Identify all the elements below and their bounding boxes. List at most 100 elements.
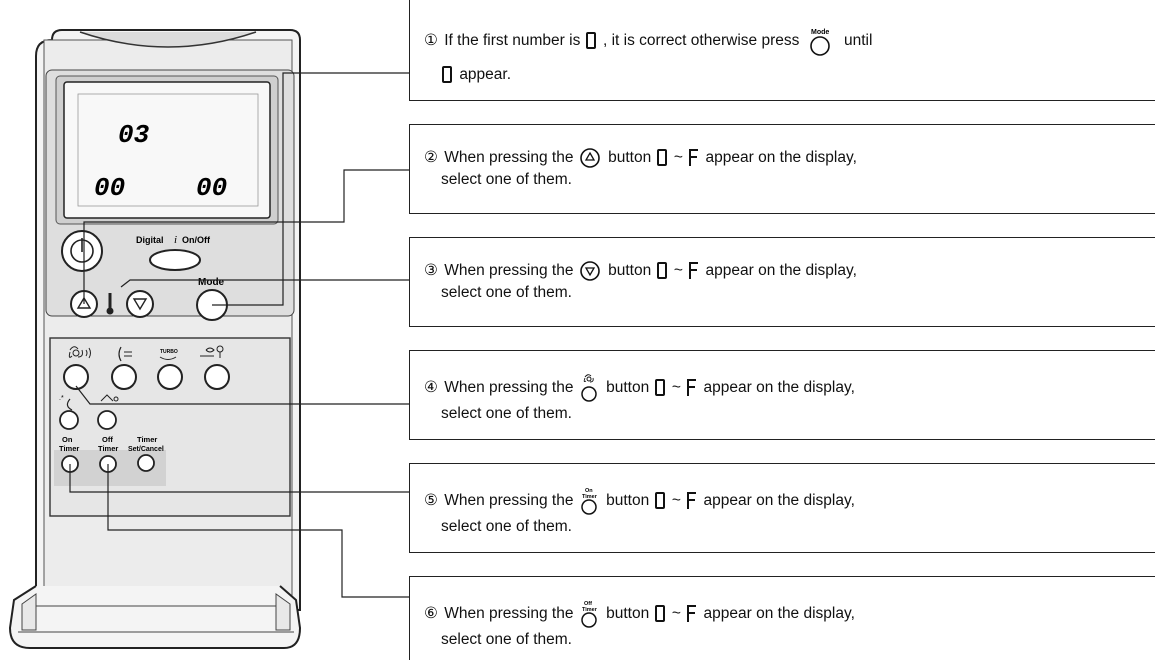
lcd-top-value: 03 xyxy=(118,120,150,150)
step-5-pre: When pressing the xyxy=(444,492,574,510)
step-5-box: ⑤ When pressing the On Timer button ~ ap… xyxy=(409,463,1155,553)
leader-lines xyxy=(69,72,409,598)
svg-text:Timer: Timer xyxy=(582,607,598,613)
digit-zero-icon xyxy=(585,32,596,49)
step-5-mid: button xyxy=(606,492,650,510)
step-4-pre: When pressing the xyxy=(444,379,574,397)
step-3-text: ③ When pressing the button ~ appear on t… xyxy=(424,260,857,303)
down-button-icon xyxy=(579,261,600,281)
thermometer-icon xyxy=(106,307,114,315)
on-label-1: On xyxy=(62,435,73,444)
digit-zero-icon xyxy=(442,65,452,83)
step-2-line2: select one of them. xyxy=(441,171,572,188)
step-1-line2: appear. xyxy=(459,66,512,83)
digital-i-label: i xyxy=(174,234,177,246)
step-6-pre: When pressing the xyxy=(444,605,574,623)
step-1-text: ① If the first number is , it is correct… xyxy=(424,26,872,85)
step-2-text: ② When pressing the button ~ appear on t… xyxy=(424,147,857,190)
step-4-line2: select one of them. xyxy=(441,405,572,422)
digital-label: Digital xyxy=(136,235,164,245)
step-6-text: ⑥ When pressing the Off Timer button ~ a… xyxy=(424,601,855,648)
digit-zero-icon xyxy=(654,492,665,509)
digit-f-icon xyxy=(687,605,697,622)
step-2-post: appear on the display, xyxy=(705,149,857,167)
one-person-button[interactable] xyxy=(97,410,117,430)
step-3-box: ③ When pressing the button ~ appear on t… xyxy=(409,237,1155,327)
on-timer-button-icon: On Timer xyxy=(581,488,598,515)
fan-speed-button[interactable] xyxy=(63,364,89,390)
step-4-post: appear on the display, xyxy=(703,379,855,397)
step-4-box: ④ When pressing the button ~ appear on t… xyxy=(409,350,1155,440)
step-4-mid: button xyxy=(606,379,650,397)
svg-text:.*: .* xyxy=(59,395,64,402)
mode-label: Mode xyxy=(198,277,225,288)
step-2-number: ② xyxy=(424,149,438,167)
on-label-2: Timer xyxy=(59,444,79,453)
step-5-text: ⑤ When pressing the On Timer button ~ ap… xyxy=(424,488,855,535)
air-swing-button[interactable] xyxy=(111,364,137,390)
step-1-mid: , it is correct otherwise press xyxy=(602,32,800,50)
step-3-mid: button xyxy=(608,262,652,280)
digit-zero-icon xyxy=(654,605,665,622)
step-2-pre: When pressing the xyxy=(444,149,574,167)
remote-control-illustration: 03 00 00 Digital i On/Off Mode xyxy=(8,29,409,649)
svg-text:Timer: Timer xyxy=(582,494,598,500)
step-6-mid: button xyxy=(606,605,650,623)
step-3-pre: When pressing the xyxy=(444,262,574,280)
sleep-button[interactable] xyxy=(59,410,79,430)
air-swing-icon xyxy=(118,346,132,362)
step-1-number: ① xyxy=(424,32,438,50)
svg-text:Mode: Mode xyxy=(811,29,829,36)
digit-f-icon xyxy=(687,492,697,509)
step-6-post: appear on the display, xyxy=(703,605,855,623)
off-timer-button-icon: Off Timer xyxy=(581,601,598,628)
digit-f-icon xyxy=(689,149,699,166)
fan-speed-icon xyxy=(68,346,91,359)
step-3-number: ③ xyxy=(424,262,438,280)
timer-label-2: Set/Cancel xyxy=(128,446,164,453)
step-2-mid: button xyxy=(608,149,652,167)
step-2-box: ② When pressing the button ~ appear on t… xyxy=(409,124,1155,214)
lcd-display xyxy=(63,81,271,219)
triangle-up-icon xyxy=(76,296,92,309)
step-6-number: ⑥ xyxy=(424,605,438,623)
step-4-number: ④ xyxy=(424,379,438,397)
turbo-label: TURBO xyxy=(160,349,178,355)
off-label-1: Off xyxy=(102,435,113,444)
lcd-bottom-right-value: 00 xyxy=(196,173,227,203)
off-label-2: Timer xyxy=(98,444,118,453)
step-6-box: ⑥ When pressing the Off Timer button ~ a… xyxy=(409,576,1155,660)
timer-set-cancel-button[interactable] xyxy=(137,454,155,472)
step-5-post: appear on the display, xyxy=(703,492,855,510)
lcd-bottom-left-value: 00 xyxy=(94,173,125,203)
digital-onoff-label: On/Off xyxy=(182,235,211,245)
step-5-line2: select one of them. xyxy=(441,518,572,535)
step-3-line2: select one of them. xyxy=(441,284,572,301)
timer-label-1: Timer xyxy=(137,435,157,444)
temp-down-button[interactable] xyxy=(126,290,154,318)
digital-onoff-button[interactable] xyxy=(149,249,201,271)
step-4-text: ④ When pressing the button ~ appear on t… xyxy=(424,373,855,424)
svg-text:Off: Off xyxy=(584,601,592,607)
digit-zero-icon xyxy=(656,262,667,279)
digit-zero-icon xyxy=(654,379,665,396)
step-1-box: ① If the first number is , it is correct… xyxy=(409,0,1155,101)
up-button-icon xyxy=(579,148,600,168)
remote-stand xyxy=(8,585,302,649)
step-6-line2: select one of them. xyxy=(441,631,572,648)
digit-f-icon xyxy=(687,379,697,396)
clean-button[interactable] xyxy=(204,364,230,390)
step-1-post: until xyxy=(843,32,873,50)
fan-speed-button-icon xyxy=(581,374,597,402)
triangle-down-icon xyxy=(132,298,148,311)
digit-f-icon xyxy=(689,262,699,279)
clean-icon xyxy=(200,345,224,358)
step-3-post: appear on the display, xyxy=(705,262,857,280)
turbo-button[interactable] xyxy=(157,364,183,390)
sleep-icon: .* xyxy=(59,395,73,411)
mode-button-icon: Mode xyxy=(809,29,830,56)
svg-text:On: On xyxy=(585,488,593,494)
turbo-icon xyxy=(159,356,177,360)
step-5-number: ⑤ xyxy=(424,492,438,510)
